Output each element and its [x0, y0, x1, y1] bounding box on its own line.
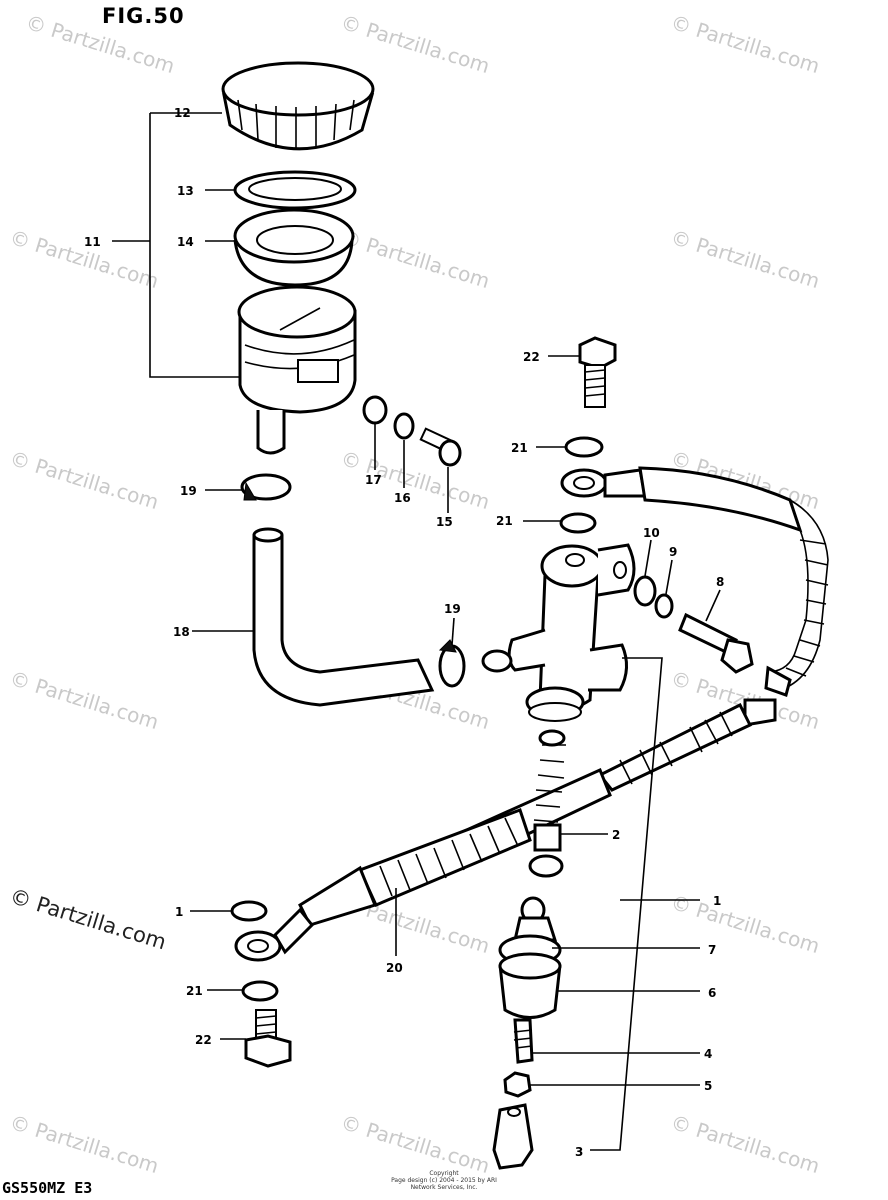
callout-label: 14 [177, 235, 194, 249]
bolt-part [678, 612, 754, 674]
callout-label: 5 [704, 1079, 712, 1093]
callout-label: 20 [386, 961, 403, 975]
callout-label: 4 [704, 1047, 712, 1061]
washer-part [564, 436, 604, 458]
reservoir-hose-part [252, 527, 435, 707]
callout-label: 19 [444, 602, 461, 616]
brake-hose-upper-part [560, 466, 829, 697]
brake-hose-lower-part [234, 698, 777, 962]
washer-part [393, 412, 415, 440]
pushrod-part [513, 1018, 534, 1064]
hose-clamp-part [240, 473, 292, 501]
gasket-part [233, 170, 357, 210]
callout-label: 21 [511, 441, 528, 455]
washer-part [633, 575, 657, 607]
callout-label: 9 [669, 545, 677, 559]
callout-label: 11 [84, 235, 101, 249]
callout-label: 15 [436, 515, 453, 529]
washer-part [241, 980, 279, 1002]
callout-label: 12 [174, 106, 191, 120]
union-bolt-part [244, 1009, 292, 1068]
washer-part [362, 395, 388, 425]
callout-label: 19 [180, 484, 197, 498]
piston-spring-part [528, 729, 566, 878]
callout-label: 1 [713, 894, 721, 908]
callout-labels: 12 13 14 11 22 21 17 16 15 19 21 10 9 8 … [84, 106, 724, 1159]
callout-label: 2 [612, 828, 620, 842]
callout-label: 18 [173, 625, 190, 639]
callout-label: 22 [195, 1033, 212, 1047]
callout-label: 10 [643, 526, 660, 540]
model-code: GS550MZ E3 [2, 1179, 93, 1197]
screw-part [419, 427, 462, 467]
callout-label: 21 [496, 514, 513, 528]
callout-label: 16 [394, 491, 411, 505]
reservoir-cap-part [221, 61, 375, 151]
callout-label: 17 [365, 473, 382, 487]
callout-label: 13 [177, 184, 194, 198]
callout-label: 3 [575, 1145, 583, 1159]
diaphragm-part [233, 208, 355, 287]
figure-title: FIG.50 [102, 4, 185, 28]
copyright-line: Page design (c) 2004 - 2015 by ARI Netwo… [391, 1177, 497, 1191]
callout-label: 6 [708, 986, 716, 1000]
lock-nut-part [503, 1071, 532, 1098]
washer-part [654, 593, 674, 619]
reservoir-body-part [237, 285, 357, 455]
callout-label: 21 [186, 984, 203, 998]
callout-label: 8 [716, 575, 724, 589]
callout-label: 1 [175, 905, 183, 919]
leader-lines [112, 112, 721, 1151]
washer-part [230, 900, 268, 922]
clevis-part [492, 1103, 534, 1170]
union-bolt-part [578, 336, 617, 408]
hose-clamp-part [438, 639, 466, 688]
master-cylinder-body-part [481, 543, 636, 722]
copyright-notice: Copyright Page design (c) 2004 - 2015 by… [384, 1170, 504, 1191]
callout-label: 7 [708, 943, 716, 957]
copyright-line: Copyright [429, 1170, 459, 1177]
boot-holder-part [498, 952, 562, 1019]
washer-part [559, 512, 597, 534]
callout-label: 22 [523, 350, 540, 364]
